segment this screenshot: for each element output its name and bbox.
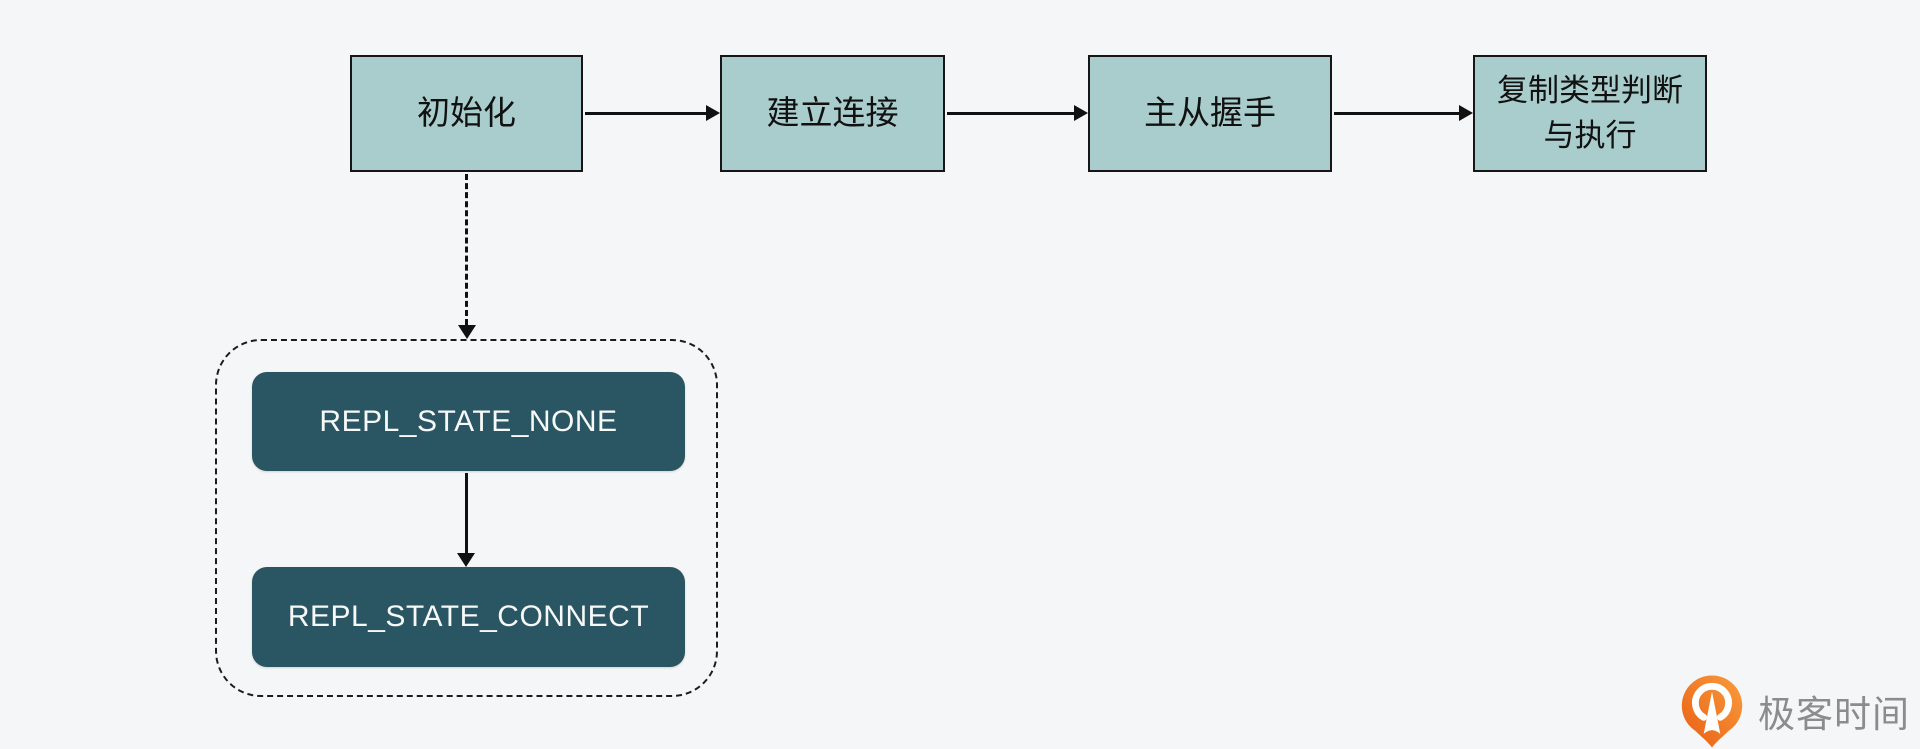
arrow-init-to-connect: [585, 105, 720, 121]
arrow-none-to-connect-state: [457, 473, 475, 567]
flow-node-label: 主从握手: [1144, 94, 1276, 132]
flow-node-label: 建立连接: [766, 94, 899, 132]
flow-node-init: 初始化: [350, 55, 583, 172]
brand-name: 极客时间: [1758, 693, 1910, 735]
flow-node-master-slave-handshake: 主从握手: [1088, 55, 1332, 172]
flow-node-establish-connection: 建立连接: [720, 55, 945, 172]
dashed-arrow-init-to-states: [458, 174, 476, 339]
state-box-repl-state-connect: REPL_STATE_CONNECT: [252, 567, 685, 667]
state-group-container: [215, 339, 718, 697]
flow-node-label: 复制类型判断: [1497, 73, 1683, 109]
arrow-connect-to-handshake: [947, 105, 1088, 121]
geektime-pin-icon: [1681, 675, 1743, 748]
flow-node-label: 初始化: [417, 94, 516, 132]
state-label: REPL_STATE_NONE: [319, 404, 618, 438]
brand-watermark: 极客时间: [1674, 672, 1910, 749]
flow-node-replication-type: 复制类型判断 与执行: [1473, 55, 1707, 172]
state-box-repl-state-none: REPL_STATE_NONE: [252, 372, 685, 471]
state-label: REPL_STATE_CONNECT: [287, 600, 650, 633]
arrow-handshake-to-repltype: [1334, 105, 1473, 121]
flow-node-label-line2: 与执行: [1543, 117, 1637, 153]
